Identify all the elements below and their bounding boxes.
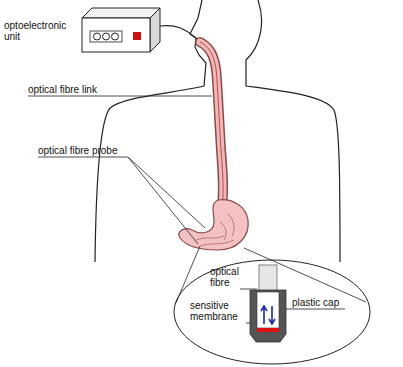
part-label: sensitive membrane xyxy=(190,300,246,322)
fibre-probe-line xyxy=(200,42,223,215)
body-outline xyxy=(246,0,340,262)
part-label: optoelectronic unit xyxy=(4,20,78,42)
part-label: optical fibre xyxy=(210,266,246,288)
optoelectronic-unit xyxy=(82,8,160,52)
stomach xyxy=(179,200,248,250)
leader-lines xyxy=(28,96,366,323)
part-label: optical fibre probe xyxy=(38,145,148,156)
probe-tip xyxy=(250,265,286,342)
stomach-folds xyxy=(196,214,234,246)
part-label: optical fibre link xyxy=(28,84,138,95)
part-label: plastic cap xyxy=(292,297,372,308)
magnifier-ellipse xyxy=(174,260,370,364)
fibre-link xyxy=(160,26,198,40)
